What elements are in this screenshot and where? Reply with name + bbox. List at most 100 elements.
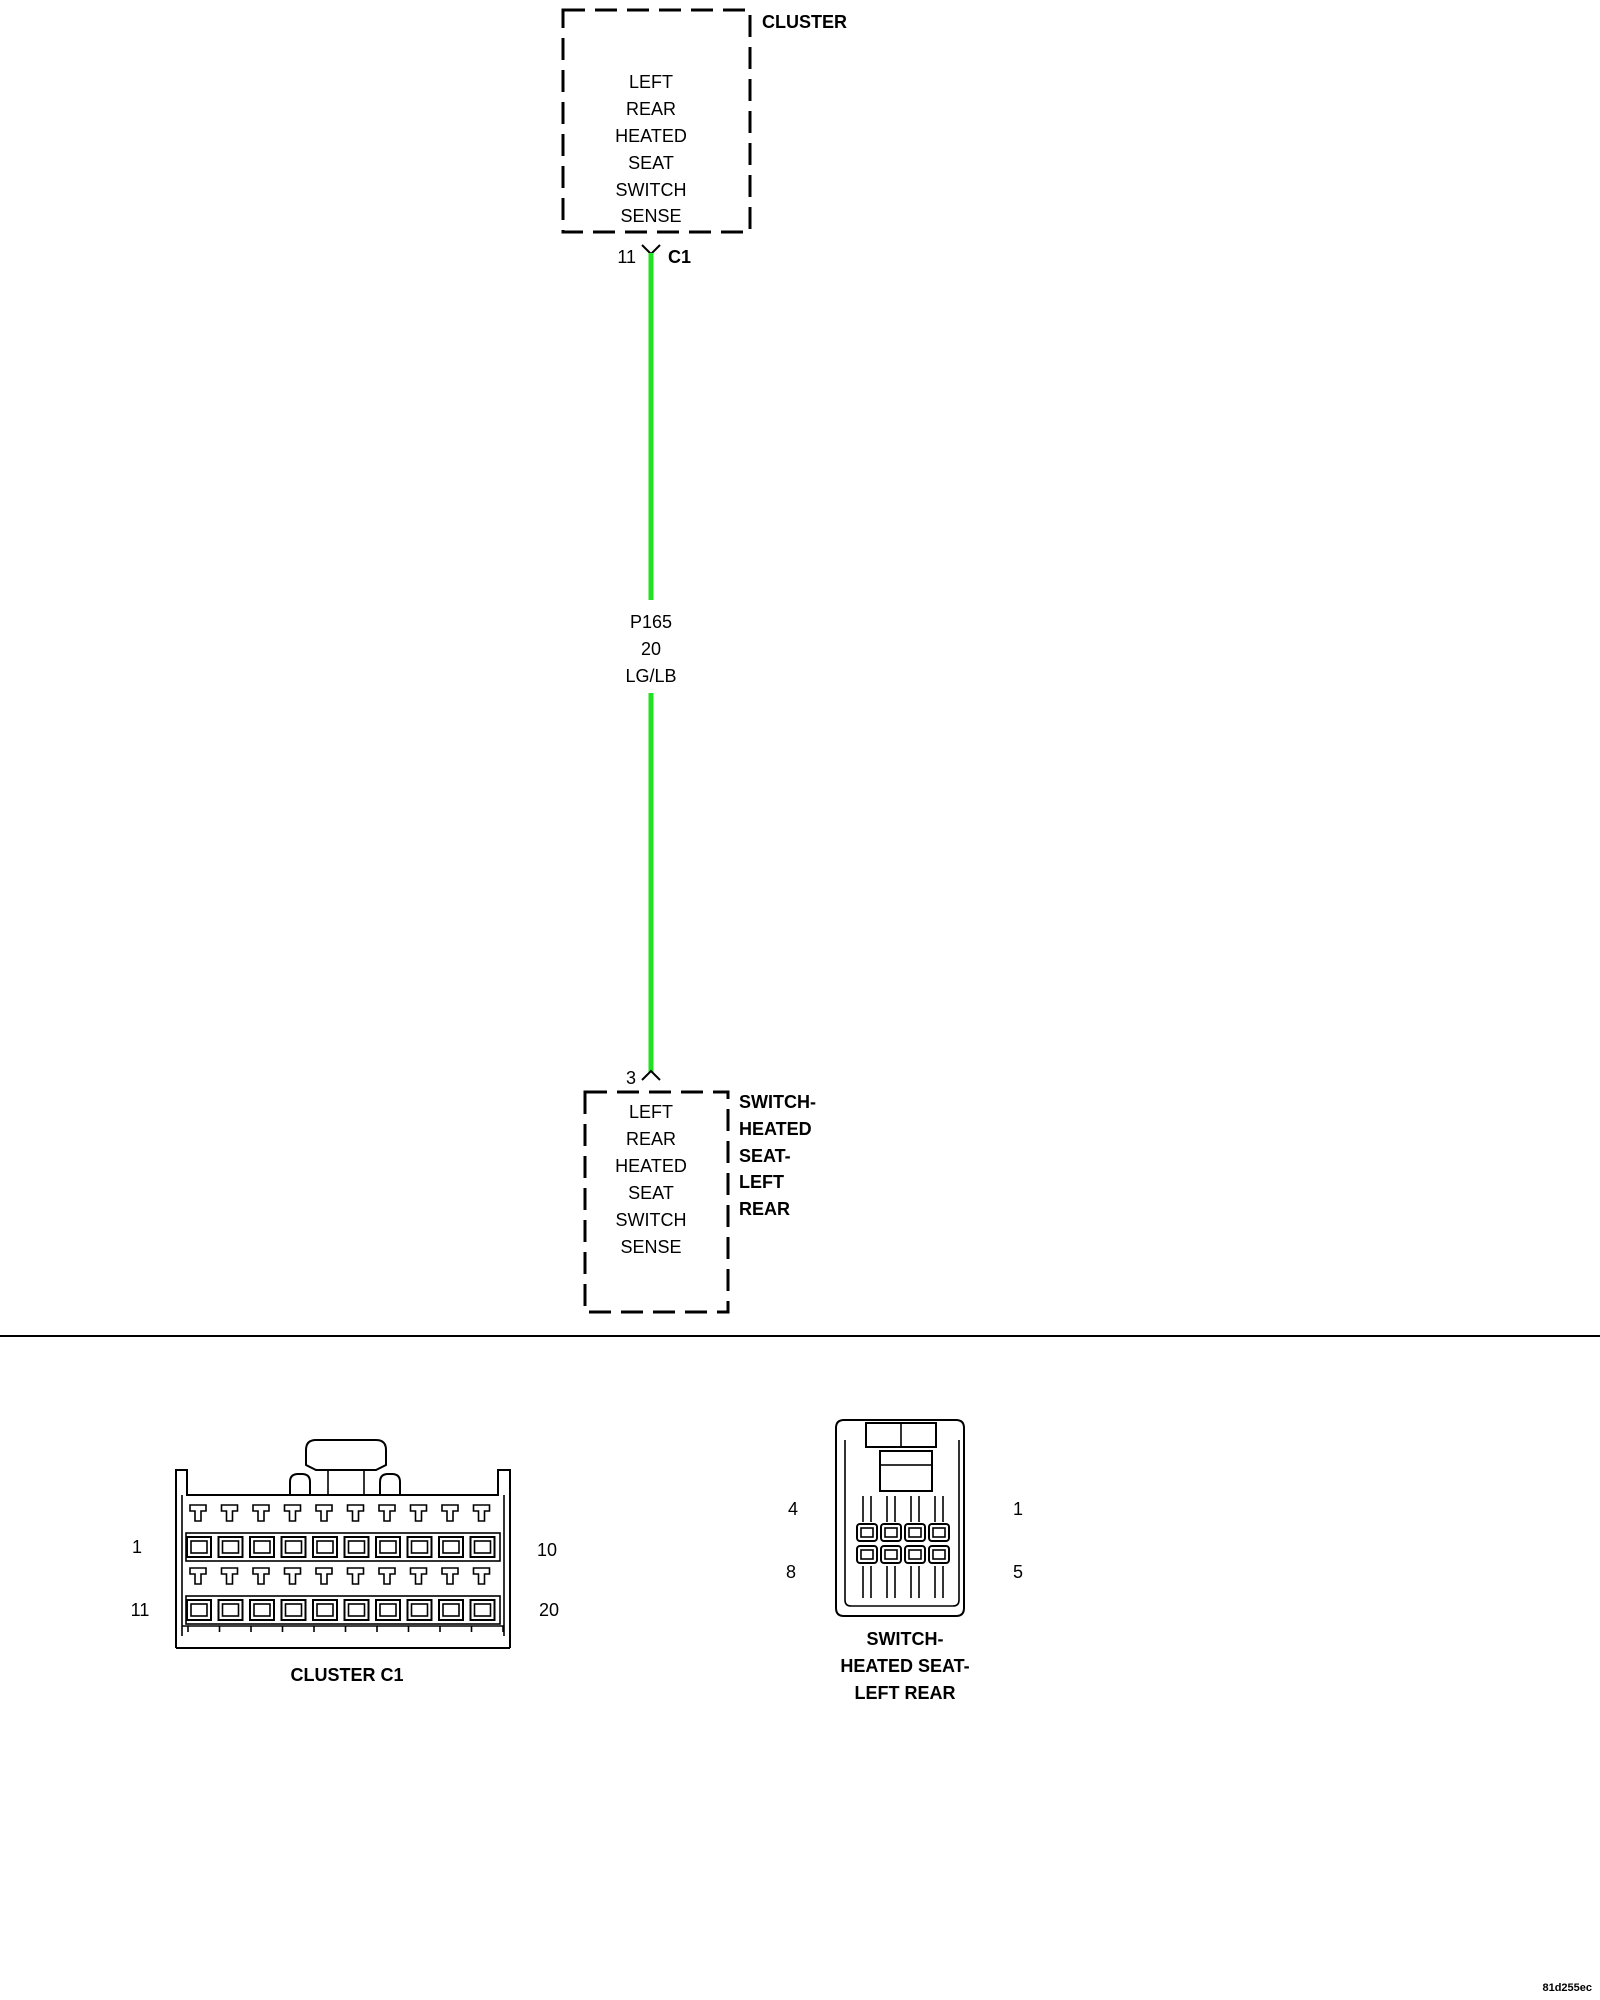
figure-id: 81d255ec [1542, 1982, 1592, 1994]
cluster-c1-latch-icon [305, 1439, 387, 1471]
cluster-c1-cavity-inner [442, 1603, 460, 1617]
switch-component: 3 LEFT REAR HEATED SEAT SWITCH SENSE SWI… [583, 1068, 816, 1314]
cluster-function-line: SWITCH [616, 180, 687, 200]
cluster-c1-cavity [312, 1536, 338, 1558]
switch-connector-cavity-inner [932, 1527, 946, 1538]
cluster-function-line: LEFT [629, 72, 673, 92]
wire-circuit-id: P165 [630, 612, 672, 632]
cluster-function-line: REAR [626, 99, 676, 119]
cluster-c1-cavity [249, 1599, 275, 1621]
switch-name-line: SWITCH- [739, 1092, 816, 1112]
switch-name-line: SEAT- [739, 1146, 791, 1166]
cluster-c1-terminal-lock-icon [220, 1567, 239, 1585]
switch-connector-cavity [928, 1545, 950, 1564]
switch-function-line: HEATED [615, 1156, 687, 1176]
cluster-c1-pin-20-label: 20 [539, 1600, 559, 1620]
cluster-c1-terminal-lock-icon [283, 1567, 302, 1585]
switch-function-line: REAR [626, 1129, 676, 1149]
cluster-c1-cavity [186, 1599, 212, 1621]
cluster-c1-cavity [469, 1536, 496, 1558]
cluster-c1-cavity [343, 1536, 370, 1558]
cluster-c1-cavities [182, 1504, 504, 1632]
cluster-c1-terminal-lock-icon [346, 1504, 365, 1522]
cluster-function-line: SENSE [620, 206, 681, 226]
switch-connector-cavity-inner [860, 1527, 874, 1538]
cluster-c1-terminal-lock-icon [378, 1567, 396, 1585]
cluster-c1-terminal-lock-icon [346, 1567, 365, 1585]
cluster-c1-latch-post [289, 1473, 311, 1495]
cluster-connector-id: C1 [668, 247, 691, 267]
cluster-c1-cavity [438, 1536, 464, 1558]
cluster-c1-cavity [438, 1599, 464, 1621]
cluster-component: CLUSTER LEFT REAR HEATED SEAT SWITCH SEN… [561, 8, 847, 267]
switch-function-line: LEFT [629, 1102, 673, 1122]
switch-connector-cavity-inner [860, 1549, 874, 1560]
switch-connector-pin-8-label: 8 [786, 1562, 796, 1582]
switch-connector-cavity-inner [932, 1549, 946, 1560]
switch-connector-cavities [856, 1496, 950, 1598]
cluster-c1-terminal-lock-icon [315, 1504, 333, 1522]
switch-name: SWITCH- HEATED SEAT- LEFT REAR [739, 1092, 816, 1219]
cluster-c1-terminal-lock-icon [283, 1504, 302, 1522]
cluster-c1-terminal-lock-icon [472, 1504, 491, 1522]
cluster-box [561, 8, 752, 234]
cluster-c1-cavity-inner [284, 1540, 303, 1554]
cluster-function-line: HEATED [615, 126, 687, 146]
cluster-c1-cavity-inner [190, 1603, 208, 1617]
cluster-c1-cavity-inner [221, 1540, 240, 1554]
cluster-c1-cavity [280, 1599, 307, 1621]
cluster-c1-terminal-lock-icon [252, 1567, 270, 1585]
cluster-c1-cavity [375, 1599, 401, 1621]
cluster-c1-terminal-lock-icon [189, 1567, 207, 1585]
cluster-c1-cavity-inner [379, 1603, 397, 1617]
switch-connector-caption-line: LEFT REAR [855, 1683, 956, 1703]
cluster-c1-terminal-lock-icon [189, 1504, 207, 1522]
switch-connector-inner-housing [844, 1440, 960, 1607]
cluster-c1-cavity [343, 1599, 370, 1621]
switch-function-line: SWITCH [616, 1210, 687, 1230]
switch-function-text: LEFT REAR HEATED SEAT SWITCH SENSE [615, 1102, 687, 1257]
cluster-name: CLUSTER [762, 12, 847, 32]
cluster-c1-cavity [280, 1536, 307, 1558]
switch-connector-cavity [928, 1523, 950, 1542]
cluster-c1-latch-post [379, 1473, 401, 1495]
switch-connector-cavity-inner [884, 1549, 898, 1560]
cluster-c1-caption: CLUSTER C1 [290, 1665, 403, 1685]
cluster-c1-cavity-inner [316, 1603, 334, 1617]
cluster-c1-cavity [469, 1599, 496, 1621]
cluster-c1-cavity [249, 1536, 275, 1558]
switch-connector-cavity [856, 1545, 878, 1564]
switch-connector-latch-icon [879, 1450, 933, 1492]
switch-connector-pin-1-label: 1 [1013, 1499, 1023, 1519]
switch-connector-pin-4-label: 4 [788, 1499, 798, 1519]
wire-gauge: 20 [641, 639, 661, 659]
cluster-c1-cavity-inner [316, 1540, 334, 1554]
cluster-c1-terminal-lock-icon [220, 1504, 239, 1522]
cluster-c1-cavity-inner [221, 1603, 240, 1617]
cluster-function-line: SEAT [628, 153, 674, 173]
cluster-c1-cavity-inner [347, 1540, 366, 1554]
cluster-c1-cavity [312, 1599, 338, 1621]
switch-connector-outer-housing [835, 1419, 965, 1617]
cluster-c1-pin-10-label: 10 [537, 1540, 557, 1560]
switch-connector-cavity [904, 1523, 926, 1542]
cluster-c1-pin-11-label: 11 [131, 1600, 150, 1620]
switch-name-line: LEFT [739, 1172, 784, 1192]
switch-connector-cavity-inner [884, 1527, 898, 1538]
switch-connector-view: 4 1 8 5 SWITCH- HEATED SEAT- LEFT REAR [786, 1419, 1023, 1703]
cluster-c1-cavity [217, 1599, 244, 1621]
switch-connector-cavity [856, 1523, 878, 1542]
cluster-c1-cavity-row-frame [185, 1595, 501, 1625]
cluster-c1-cavity-inner [410, 1603, 429, 1617]
cluster-c1-terminal-lock-icon [441, 1504, 459, 1522]
switch-connector-cavity [904, 1545, 926, 1564]
cluster-c1-cavity-inner [253, 1603, 271, 1617]
switch-connector-cavity-inner [908, 1527, 922, 1538]
switch-pin-number: 3 [626, 1068, 636, 1088]
cluster-c1-cavity [406, 1599, 433, 1621]
cluster-c1-cavity [406, 1536, 433, 1558]
cluster-c1-cavity-inner [410, 1540, 429, 1554]
switch-connector-latch-bar [879, 1450, 933, 1466]
switch-connector-cavity [880, 1523, 902, 1542]
